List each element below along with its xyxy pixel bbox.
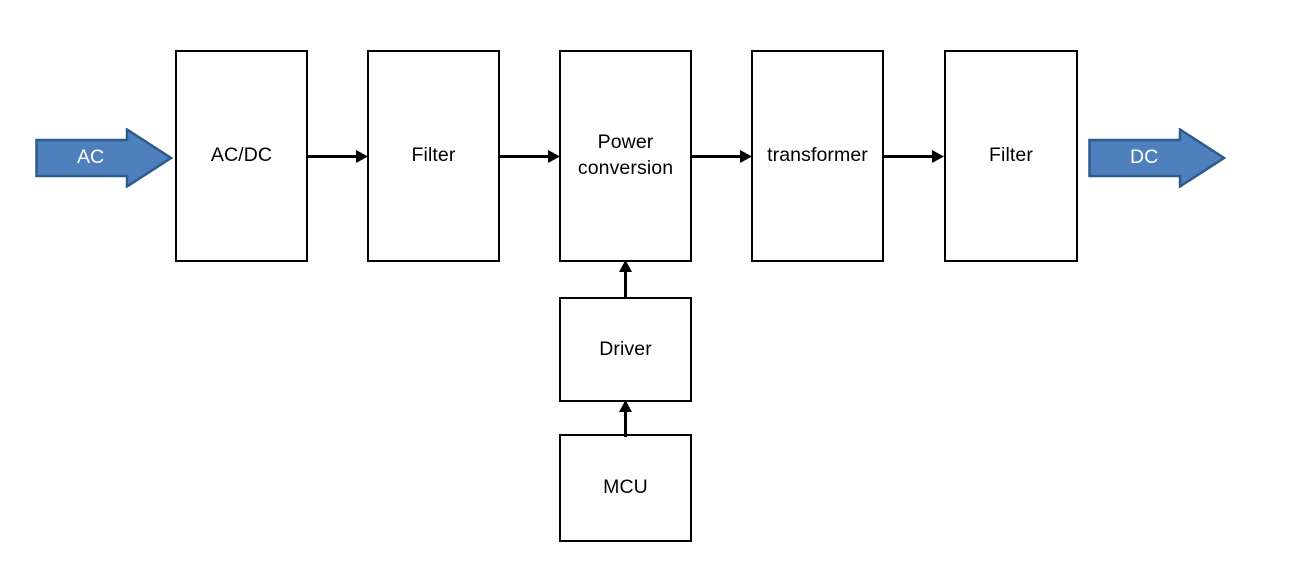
block-filter-output[interactable]: Filter [944, 50, 1078, 262]
block-filter-input-label: Filter [411, 144, 456, 167]
block-mcu-label: MCU [603, 476, 648, 499]
block-transformer[interactable]: transformer [751, 50, 884, 262]
block-driver-label: Driver [599, 337, 652, 360]
dc-output-arrow: DC [1088, 128, 1226, 188]
connector-power-to-transformer [692, 146, 753, 167]
block-mcu[interactable]: MCU [559, 434, 692, 542]
block-transformer-label: transformer [767, 144, 868, 167]
connector-transformer-to-filter [884, 146, 945, 167]
block-power-conversion-label: Power conversion [577, 131, 674, 179]
block-power-conversion[interactable]: Power conversion [559, 50, 692, 262]
connector-acdc-to-filter [308, 146, 369, 167]
connector-mcu-to-driver [615, 399, 636, 437]
block-filter-output-label: Filter [989, 144, 1033, 167]
block-driver[interactable]: Driver [559, 297, 692, 402]
block-ac-dc-label: AC/DC [210, 144, 273, 167]
connector-filter-to-power [500, 146, 561, 167]
connector-driver-to-power [615, 259, 636, 299]
block-filter-input[interactable]: Filter [367, 50, 500, 262]
block-ac-dc[interactable]: AC/DC [175, 50, 308, 262]
ac-input-arrow: AC [35, 128, 173, 188]
